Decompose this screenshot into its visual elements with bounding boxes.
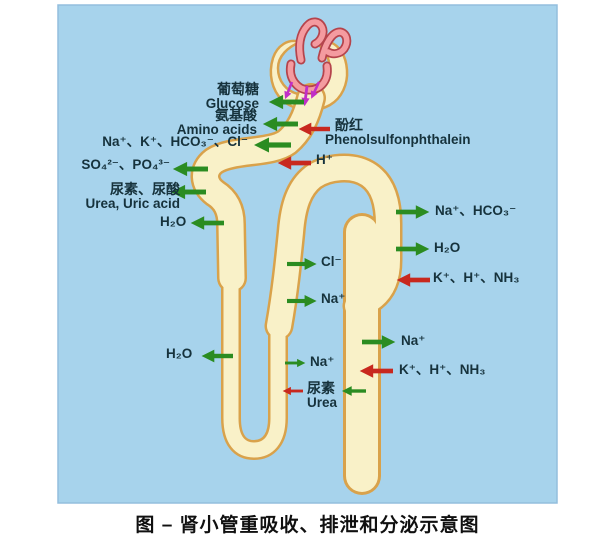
label-amino-acids-zh: 氨基酸 <box>215 107 257 123</box>
label-phenol-red-zh: 酚红 <box>335 117 363 133</box>
loop-of-henle-lumen <box>223 264 286 458</box>
distal-tubule-lumen <box>267 156 400 338</box>
label-amino-acids: 氨基酸 Amino acids <box>177 108 257 137</box>
label-urea-uric-zh: 尿素、尿酸 <box>110 181 180 197</box>
figure-caption: 图 – 肾小管重吸收、排泄和分泌示意图 <box>135 515 480 536</box>
label-urea-uric-acid: 尿素、尿酸 Urea, Uric acid <box>85 182 180 211</box>
label-glucose-en: Glucose <box>205 95 259 111</box>
label-k-h-nh3-distal: K⁺、H⁺、NH₃ <box>433 270 520 285</box>
label-na-hco3: Na⁺、HCO₃⁻ <box>435 203 517 218</box>
nephron-tubule-lumen <box>193 85 400 492</box>
label-sulfate-phosphate: SO₄²⁻、PO₄³⁻ <box>81 157 170 172</box>
label-phenol-red: 酚红 Phenolsulfonphthalein <box>325 118 471 147</box>
label-glucose: 葡萄糖 Glucose <box>206 82 259 111</box>
label-urea-en: Urea <box>307 394 338 410</box>
glomerulus <box>285 17 352 95</box>
label-glucose-zh: 葡萄糖 <box>217 81 259 97</box>
label-sodium-mid: Na⁺ <box>321 291 346 306</box>
label-k-h-nh3-duct: K⁺、H⁺、NH₃ <box>399 362 486 377</box>
label-chloride: Cl⁻ <box>321 254 342 269</box>
label-left-ions: Na⁺、K⁺、HCO₃⁻、Cl⁻ <box>102 134 248 149</box>
label-phenol-red-en: Phenolsulfonphthalein <box>325 131 471 147</box>
proximal-tubule-lumen <box>193 85 324 291</box>
label-sodium-duct: Na⁺ <box>401 333 426 348</box>
label-urea: 尿素 Urea <box>307 381 337 410</box>
label-water-distal: H₂O <box>434 240 461 255</box>
label-urea-zh: 尿素 <box>307 380 335 396</box>
label-water-descending: H₂O <box>166 346 193 361</box>
label-urea-uric-en: Urea, Uric acid <box>85 195 180 211</box>
label-water-proximal: H₂O <box>160 214 187 229</box>
glomerulus-capillary <box>287 19 350 93</box>
label-hydrogen: H⁺ <box>316 152 333 167</box>
label-sodium-ascending: Na⁺ <box>310 354 335 369</box>
diagram-background-panel <box>57 4 558 504</box>
label-amino-acids-en: Amino acids <box>176 121 257 137</box>
